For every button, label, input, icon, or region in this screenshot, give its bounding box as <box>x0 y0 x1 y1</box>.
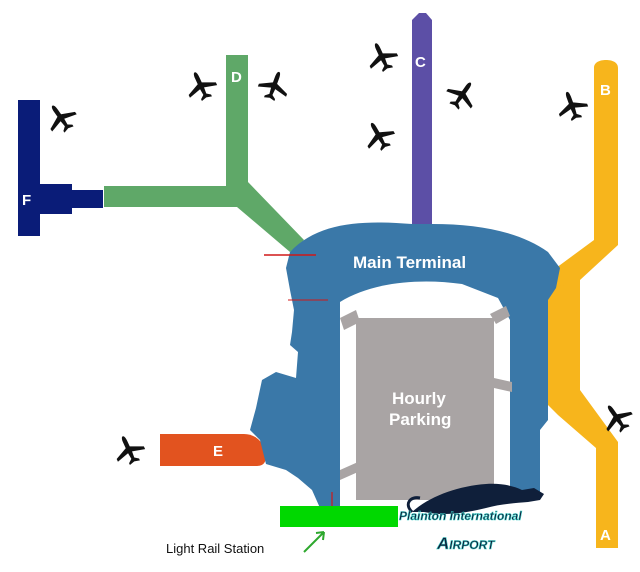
airplane-icon <box>109 430 149 470</box>
parking-ramp-right <box>494 378 512 392</box>
airplane-icon <box>255 66 294 105</box>
light-rail-marker <box>280 506 398 527</box>
panther-tail <box>406 496 421 514</box>
airplane-icon <box>358 115 399 156</box>
main-terminal-shape <box>250 222 560 508</box>
light-rail-label: Light Rail Station <box>166 541 264 556</box>
airplane-icon <box>181 66 221 106</box>
concourse-d-letter: D <box>231 69 242 86</box>
concourse-b-letter: B <box>600 82 611 99</box>
airplane-icon <box>362 37 402 77</box>
parking-shape <box>356 318 494 500</box>
parking-ramp-top-left <box>340 310 360 330</box>
concourse-f[interactable]: F <box>18 100 103 236</box>
red-marks <box>264 254 333 506</box>
parking-label-line2: Parking <box>389 410 451 429</box>
brand-line1: Plainton International <box>399 509 522 523</box>
parking-ramp-top-right <box>490 306 510 324</box>
concourse-c-letter: C <box>415 54 426 71</box>
airport-logo: Plainton International AIRPORT <box>399 483 544 553</box>
concourse-ab-connector <box>548 285 580 412</box>
concourse-d-shape <box>104 55 304 252</box>
hourly-parking[interactable]: Hourly Parking <box>340 306 512 500</box>
concourse-c-shape <box>412 13 432 224</box>
main-terminal-label: Main Terminal <box>353 253 466 272</box>
main-terminal[interactable]: Main Terminal <box>250 222 560 508</box>
concourse-e-shape <box>160 434 266 466</box>
concourse-a-letter: A <box>600 527 611 544</box>
brand-line2: AIRPORT <box>436 534 496 553</box>
airplane-icon <box>552 86 591 125</box>
light-rail-arrow-icon <box>303 531 325 553</box>
airplane-icon <box>441 74 483 116</box>
concourse-c[interactable]: C <box>412 13 432 224</box>
concourse-d[interactable]: D <box>104 55 304 252</box>
brand-line2-rest: IRPORT <box>449 538 496 552</box>
parking-label-line1: Hourly <box>392 389 446 408</box>
parking-ramp-bottom-left <box>340 462 358 480</box>
light-rail-station[interactable]: Light Rail Station <box>166 506 398 556</box>
panther-logo-icon <box>412 483 544 514</box>
concourse-f-shape <box>18 100 103 236</box>
concourse-e-letter: E <box>213 443 223 460</box>
concourse-e[interactable]: E <box>160 434 266 466</box>
concourse-f-letter: F <box>22 192 31 209</box>
concourse-ab-shape <box>548 60 618 548</box>
airplane-icon <box>40 97 82 139</box>
brand-line2-initial: A <box>436 534 449 553</box>
concourse-ab[interactable]: B A <box>548 60 618 548</box>
